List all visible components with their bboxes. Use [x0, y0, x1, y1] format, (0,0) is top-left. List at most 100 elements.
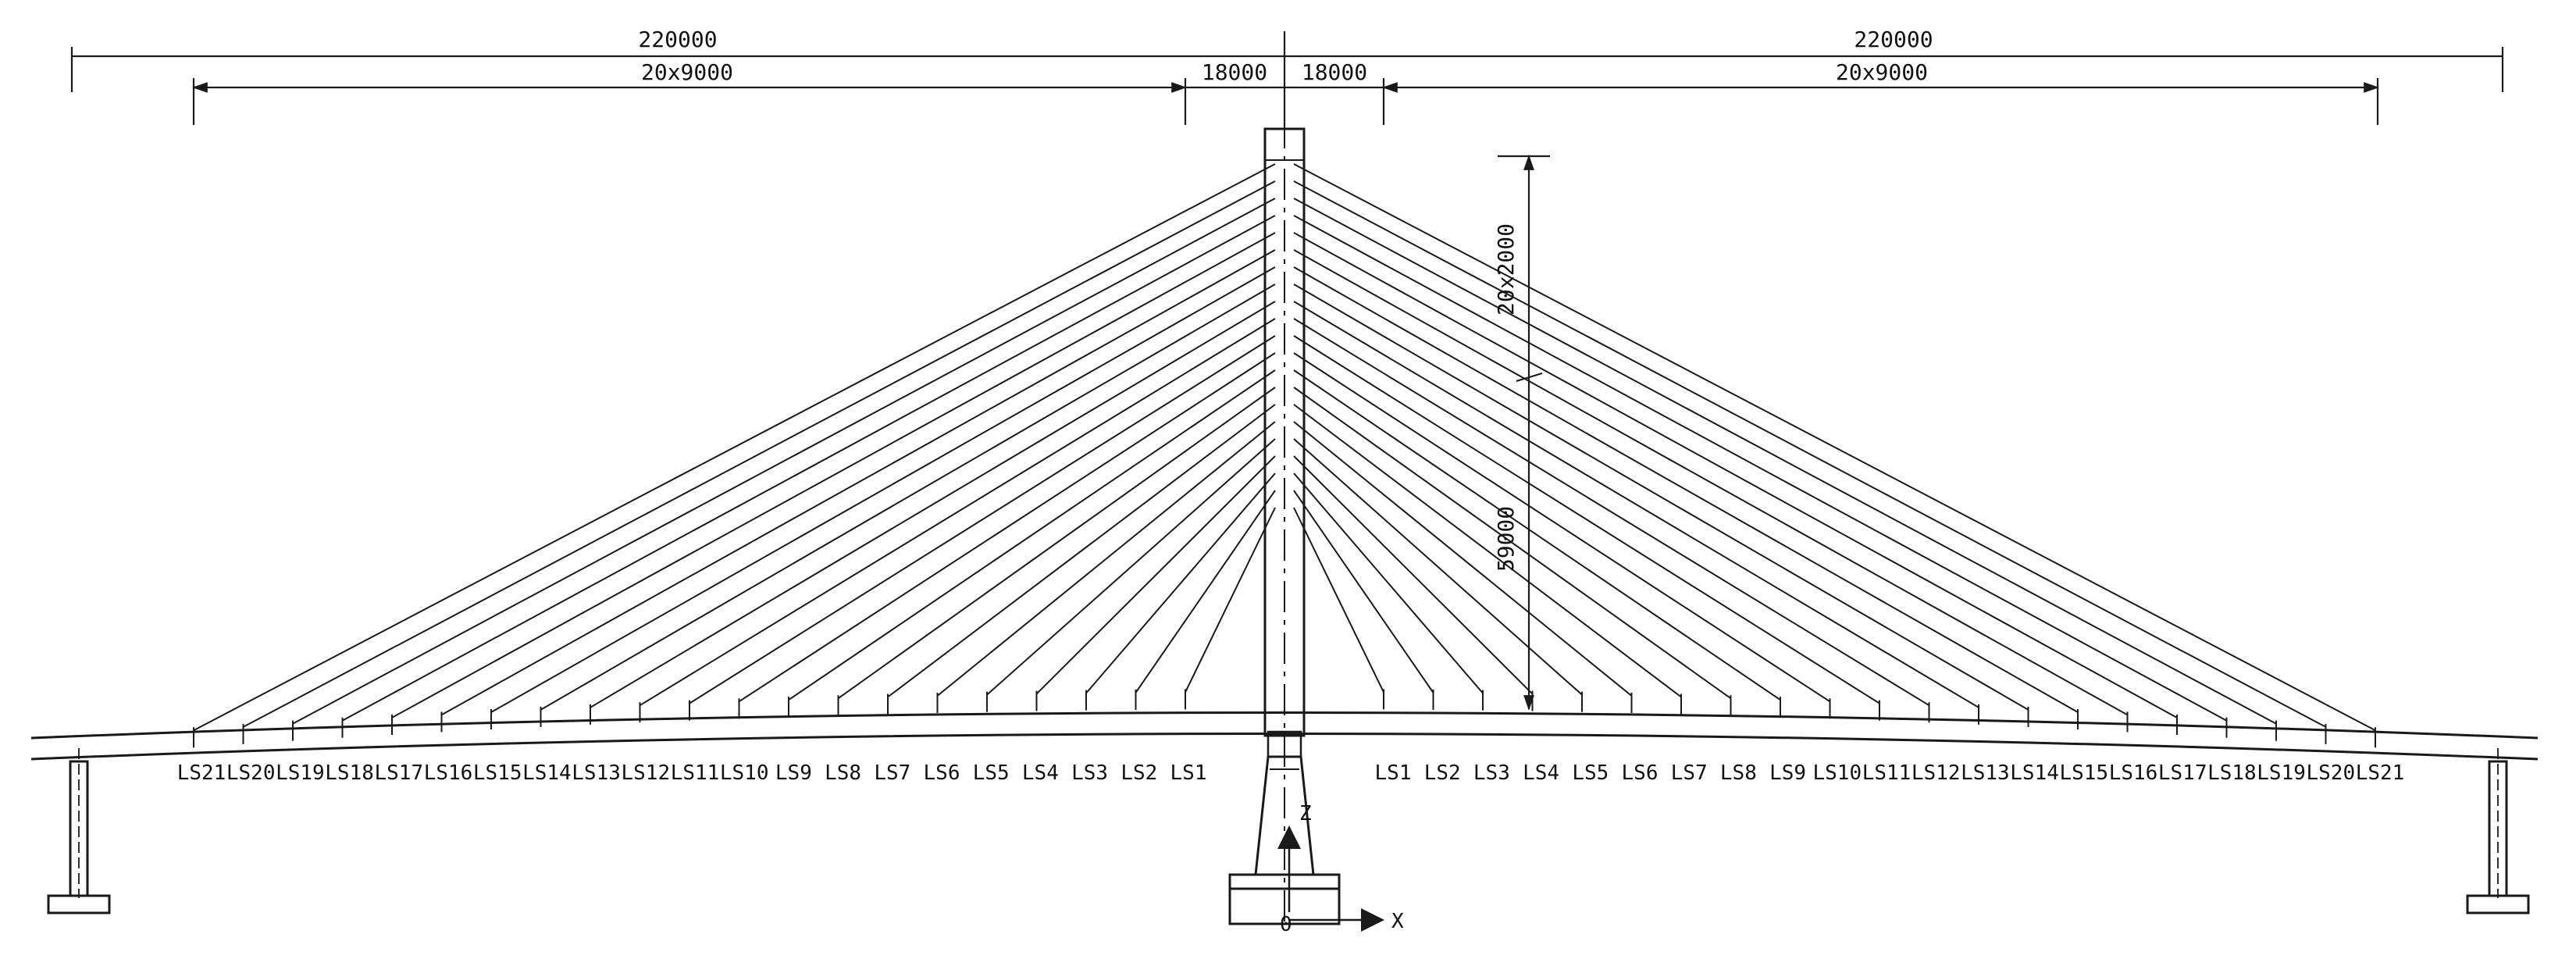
right-cable-label: LS19 [2257, 761, 2306, 785]
z-axis-label: Z [1299, 802, 1312, 825]
right-stay-cable-11 [1293, 335, 1880, 704]
right-stay-cable-9 [1293, 369, 1781, 701]
right-total-dim-text: 220000 [1854, 27, 1933, 52]
left-cable-label: LS7 [874, 761, 910, 785]
left-stay-cable-16 [441, 249, 1276, 716]
top-dimensions: 220000 220000 20x9000 18000 18000 20x900… [70, 27, 2504, 129]
right-stay-cable-8 [1293, 387, 1732, 700]
tower-height-dimensions: 20x2000 59000 [1493, 155, 1550, 711]
left-cable-label: LS17 [374, 761, 423, 785]
right-stay-cable-10 [1293, 352, 1831, 703]
right-pier-footing [2466, 894, 2530, 914]
left-spacing-dim-text: 20x9000 [641, 59, 733, 85]
left-cable-label: LS3 [1071, 761, 1108, 785]
left-stay-cable-13 [590, 301, 1276, 708]
right-cable-label: LS1 [1375, 761, 1412, 785]
right-pier [2466, 748, 2530, 914]
right-spacing-dim-text: 20x9000 [1836, 59, 1928, 85]
left-cable-label: LS13 [572, 761, 621, 785]
coordinate-axes: Z X 0 [1277, 802, 1404, 936]
x-axis-label: X [1391, 910, 1404, 933]
left-cable-label: LS8 [825, 761, 861, 785]
right-cable-label: LS7 [1671, 761, 1708, 785]
left-stay-cable-8 [837, 387, 1276, 700]
right-cable-label: LS17 [2158, 761, 2207, 785]
right-stay-cable-4 [1293, 455, 1534, 695]
left-cable-label: LS15 [473, 761, 522, 785]
right-stay-cable-1 [1293, 507, 1384, 693]
left-stay-cable-7 [887, 404, 1276, 698]
left-stay-cable-9 [788, 369, 1276, 701]
left-cable-label: LS9 [775, 761, 812, 785]
left-cable-label: LS21 [177, 761, 226, 785]
left-cable-label: LS16 [424, 761, 473, 785]
left-stay-cable-20 [243, 180, 1276, 728]
left-cable-label: LS6 [924, 761, 960, 785]
right-cable-label: LS21 [2356, 761, 2405, 785]
right-stay-cable-12 [1293, 318, 1930, 707]
left-stay-cable-15 [490, 266, 1276, 713]
right-stay-cable-16 [1293, 249, 2128, 716]
right-stay-cable-20 [1293, 180, 2326, 728]
right-stay-cable-13 [1293, 301, 1979, 708]
right-cable-label: LS20 [2306, 761, 2355, 785]
left-cable-label: LS14 [522, 761, 572, 785]
right-cable-label: LS4 [1523, 761, 1559, 785]
left-offset-dim-text: 18000 [1202, 59, 1267, 85]
right-cable-label: LS5 [1572, 761, 1609, 785]
left-stay-cable-3 [1085, 472, 1276, 694]
right-cable-label: LS3 [1473, 761, 1510, 785]
left-stay-cable-4 [1035, 455, 1276, 695]
stay-cables [193, 163, 2376, 732]
right-cable-label: LS18 [2207, 761, 2257, 785]
right-cable-label: LS6 [1622, 761, 1659, 785]
left-cable-label: LS11 [671, 761, 720, 785]
right-cable-label: LS8 [1720, 761, 1757, 785]
right-cable-label: LS9 [1769, 761, 1806, 785]
left-cable-label: LS18 [325, 761, 374, 785]
anchor-zone-dim-text: 20x2000 [1493, 223, 1519, 316]
right-cable-label: LS10 [1812, 761, 1862, 785]
left-stay-cable-14 [540, 283, 1276, 711]
left-stay-cable-12 [639, 318, 1276, 707]
left-stay-cable-10 [738, 352, 1276, 703]
left-pier-footing [47, 894, 111, 914]
right-cable-label: LS16 [2109, 761, 2158, 785]
left-stay-cable-17 [391, 232, 1276, 718]
deck-segment-marks [193, 689, 2376, 748]
right-stay-cable-5 [1293, 438, 1583, 696]
left-stay-cable-2 [1135, 490, 1276, 693]
right-cable-label: LS15 [2059, 761, 2108, 785]
left-stay-cable-21 [193, 163, 1276, 732]
tower [1228, 117, 1341, 929]
right-cable-label: LS12 [1912, 761, 1961, 785]
left-total-dim-text: 220000 [638, 27, 717, 52]
left-cable-label: LS10 [720, 761, 769, 785]
left-stay-cable-19 [292, 198, 1276, 725]
right-stay-cable-19 [1293, 198, 2277, 725]
height-dim-tick [1516, 372, 1543, 383]
tower-pile-cap [1228, 887, 1341, 925]
left-stay-cable-18 [342, 215, 1276, 722]
left-cable-label: LS4 [1022, 761, 1059, 785]
lower-height-dim-text: 59000 [1493, 506, 1519, 572]
left-stay-cable-11 [689, 335, 1276, 704]
left-cable-label: LS5 [973, 761, 1010, 785]
right-stay-cable-7 [1293, 404, 1682, 698]
origin-label: 0 [1280, 913, 1292, 936]
left-cable-label: LS12 [621, 761, 670, 785]
right-stay-cable-17 [1293, 232, 2178, 718]
right-stay-cable-14 [1293, 283, 2029, 711]
left-cable-label: LS1 [1170, 761, 1207, 785]
right-stay-cable-18 [1293, 215, 2227, 722]
right-stay-cable-2 [1293, 490, 1434, 693]
left-cable-label: LS20 [226, 761, 276, 785]
left-cable-label: LS19 [276, 761, 325, 785]
right-cable-label: LS13 [1961, 761, 2010, 785]
right-stay-cable-15 [1293, 266, 2079, 713]
right-cable-label: LS2 [1424, 761, 1461, 785]
left-stay-cable-6 [936, 421, 1276, 697]
left-cable-label: LS2 [1121, 761, 1157, 785]
